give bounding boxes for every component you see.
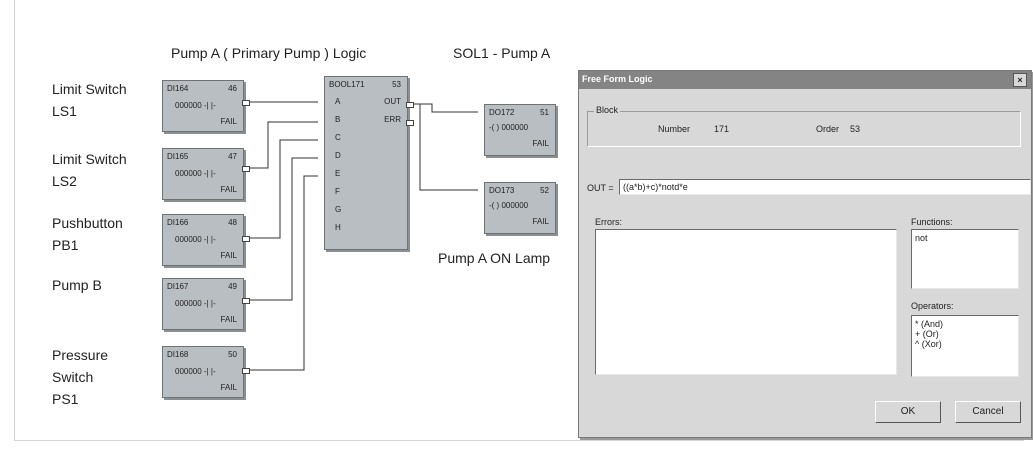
bool-input-d: D (335, 151, 341, 160)
operators-label: Operators: (911, 301, 954, 311)
port (242, 368, 250, 374)
free-form-logic-dialog: Free Form Logic × Block Number 171 Order… (578, 70, 1032, 438)
order-value: 53 (850, 124, 861, 134)
port (242, 100, 250, 106)
block-group-label: Block (594, 105, 621, 115)
ok-button[interactable]: OK (875, 401, 941, 423)
functions-label: Functions: (911, 217, 953, 227)
bool-input-a: A (335, 97, 341, 106)
operator-xor[interactable]: ^ (Xor) (915, 339, 942, 349)
port (406, 102, 414, 108)
cancel-button[interactable]: Cancel (955, 401, 1021, 423)
bool-input-b: B (335, 115, 341, 124)
out-label: OUT = (587, 183, 614, 193)
dialog-title: Free Form Logic (582, 74, 653, 84)
operator-and[interactable]: * (And) (915, 319, 944, 329)
lamp-title: Pump A ON Lamp (438, 250, 551, 266)
port (242, 298, 250, 304)
bool-out: OUT (384, 97, 401, 106)
errors-textarea[interactable] (595, 229, 897, 375)
bool-input-g: G (335, 205, 342, 214)
function-not[interactable]: not (915, 233, 928, 243)
logic-title: Pump A ( Primary Pump ) Logic (171, 45, 367, 61)
operators-list[interactable]: * (And) + (Or) ^ (Xor) (911, 315, 1019, 377)
errors-label: Errors: (595, 217, 622, 227)
diagram-frame (14, 0, 1024, 441)
input-label-pump-b: Pump B (52, 277, 102, 293)
order-label: Order (816, 124, 840, 134)
bool-input-h: H (335, 223, 341, 232)
operator-or[interactable]: + (Or) (915, 329, 939, 339)
port (242, 236, 250, 242)
port (406, 120, 414, 126)
sol-title: SOL1 - Pump A (453, 45, 551, 61)
block-group: Block Number 171 Order 53 (587, 105, 1021, 147)
bool-input-c: C (335, 133, 341, 142)
dialog-titlebar[interactable]: Free Form Logic × (579, 71, 1031, 89)
bool-err: ERR (384, 115, 401, 124)
functions-list[interactable]: not (911, 229, 1019, 289)
out-expression-input[interactable]: ((a*b)+c)*notd*e (619, 179, 1031, 195)
bool-input-e: E (335, 169, 341, 178)
number-value: 171 (714, 124, 730, 134)
number-label: Number (658, 124, 691, 134)
port (242, 166, 250, 172)
close-icon[interactable]: × (1013, 73, 1027, 87)
bool-input-f: F (335, 187, 340, 196)
